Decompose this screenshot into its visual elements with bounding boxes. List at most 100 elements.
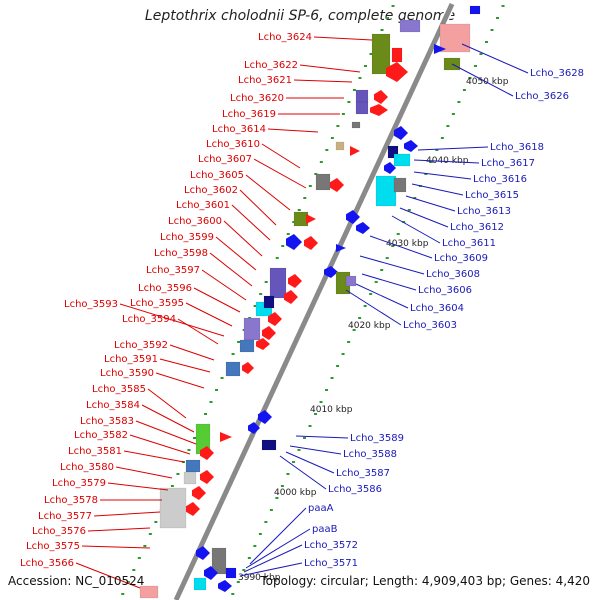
tick-mark — [380, 29, 384, 31]
gene-block — [391, 47, 403, 63]
tick-mark — [137, 557, 141, 559]
tick-mark — [303, 197, 307, 199]
gene-label: Lcho_3599 — [160, 232, 214, 243]
label-leader — [123, 450, 185, 463]
gene-label: Lcho_3605 — [190, 170, 244, 181]
label-leader — [253, 158, 307, 189]
gene-label: Lcho_3619 — [222, 109, 276, 120]
gene-arrow — [200, 446, 214, 460]
label-leader — [359, 255, 425, 275]
tick-mark — [358, 317, 362, 319]
gene-arrow — [204, 566, 218, 580]
gene-block — [225, 361, 241, 377]
gene-label: Lcho_3624 — [258, 32, 312, 43]
gene-arrow — [404, 140, 418, 152]
tick-mark — [308, 185, 312, 187]
tick-mark — [424, 173, 428, 175]
label-leader — [155, 372, 205, 389]
tick-mark — [269, 509, 273, 511]
label-leader — [417, 146, 489, 151]
tick-mark — [391, 245, 395, 247]
gene-arrow — [350, 146, 360, 156]
label-leader — [261, 143, 301, 169]
tick-mark — [380, 269, 384, 271]
tick-mark — [231, 593, 235, 595]
gene-block — [183, 471, 197, 485]
label-leader — [461, 43, 529, 74]
gene-block — [399, 19, 421, 33]
tick-mark — [330, 137, 334, 139]
tick-mark — [325, 389, 329, 391]
gene-arrow — [336, 244, 346, 252]
label-leader — [413, 171, 472, 180]
tick-mark — [236, 581, 240, 583]
gene-arrow — [384, 162, 396, 174]
label-leader — [369, 235, 433, 259]
tick-mark — [341, 113, 345, 115]
gene-arrow — [324, 266, 338, 278]
gene-label: Lcho_3617 — [481, 158, 535, 169]
gene-label: Lcho_3575 — [26, 541, 80, 552]
gene-block — [239, 339, 255, 353]
gene-label: Lcho_3602 — [184, 185, 238, 196]
label-leader — [87, 527, 151, 532]
label-leader — [201, 269, 247, 301]
tick-mark — [297, 209, 301, 211]
label-leader — [193, 287, 241, 313]
tick-mark — [479, 53, 483, 55]
gene-block — [393, 177, 407, 193]
gene-block — [355, 101, 369, 115]
map-title: Leptothrix cholodnii SP-6, complete geno… — [144, 8, 456, 24]
gene-arrow — [196, 546, 210, 560]
tick-mark — [314, 413, 318, 415]
gene-label: Lcho_3608 — [426, 269, 480, 280]
tick-mark — [369, 293, 373, 295]
label-leader — [239, 189, 277, 226]
scale-label: 4000 kbp — [274, 488, 317, 498]
tick-mark — [314, 173, 318, 175]
label-leader — [399, 207, 449, 228]
gene-arrow — [186, 502, 200, 516]
tick-mark — [286, 473, 290, 475]
gene-block — [375, 175, 397, 207]
tick-mark — [170, 485, 174, 487]
tick-mark — [308, 425, 312, 427]
gene-arrow — [220, 432, 232, 442]
tick-mark — [347, 341, 351, 343]
gene-arrow — [304, 236, 318, 250]
label-leader — [115, 466, 173, 479]
tick-mark — [292, 221, 296, 223]
label-leader — [413, 159, 480, 164]
label-leader — [129, 434, 191, 455]
tick-mark — [396, 233, 400, 235]
gene-arrow — [284, 290, 298, 304]
gene-block — [211, 547, 227, 575]
gene-arrow — [386, 62, 408, 82]
tick-mark — [286, 233, 290, 235]
gene-label: Lcho_3584 — [86, 400, 140, 411]
label-leader — [243, 544, 303, 573]
label-leader — [185, 302, 233, 327]
gene-block — [159, 487, 187, 529]
gene-arrow — [200, 470, 214, 484]
tick-mark — [121, 593, 125, 595]
gene-label: Lcho_3615 — [465, 190, 519, 201]
tick-mark — [369, 53, 373, 55]
gene-arrow — [242, 362, 254, 374]
gene-arrow — [286, 234, 302, 250]
label-leader — [239, 562, 303, 577]
label-leader — [147, 388, 187, 419]
tick-mark — [215, 389, 219, 391]
tick-mark — [468, 77, 472, 79]
gene-label: Lcho_3594 — [122, 314, 176, 325]
gene-block — [387, 145, 399, 159]
label-leader — [81, 545, 151, 549]
gene-label: Lcho_3603 — [403, 320, 457, 331]
gene-arrow — [330, 178, 344, 192]
tick-mark — [126, 581, 130, 583]
tick-mark — [319, 161, 323, 163]
gene-label: Lcho_3610 — [206, 139, 260, 150]
label-leader — [391, 215, 441, 244]
gene-label: Lcho_3596 — [138, 283, 192, 294]
gene-label: Lcho_3626 — [515, 91, 569, 102]
